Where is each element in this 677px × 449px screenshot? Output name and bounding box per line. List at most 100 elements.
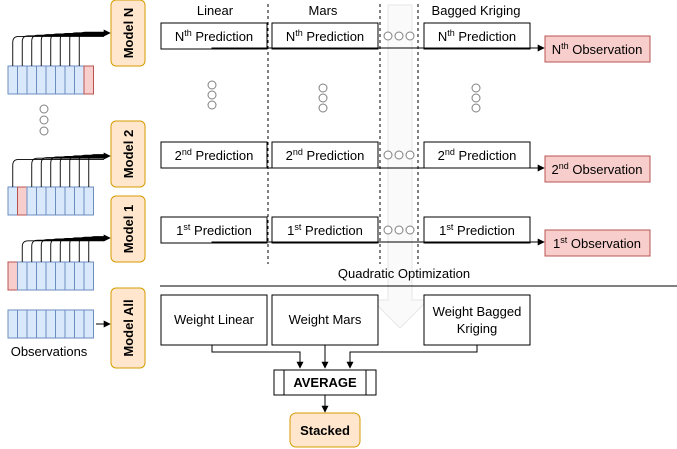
window-arrow-line (12, 35, 104, 66)
window-arrow-line (78, 154, 104, 187)
average-label: AVERAGE (293, 375, 357, 390)
window-arrow-line (50, 33, 104, 66)
prediction-label: 1st Prediction (176, 222, 252, 238)
window-arrow-line (69, 237, 104, 262)
series-cell (36, 261, 47, 291)
window-arrow-line (78, 236, 104, 262)
series-cell (17, 309, 28, 339)
series-cell (64, 261, 75, 291)
weight-mars-label: Weight Mars (289, 312, 362, 327)
window-arrow-line (69, 32, 104, 66)
series-cell (26, 65, 37, 95)
prediction-box-bagged (423, 22, 531, 50)
row-ellipsis (207, 80, 481, 113)
prediction-row-n: Nth Prediction Nth Prediction Nth Predicti… (160, 22, 651, 63)
observation-box (544, 35, 651, 63)
series-cell (17, 261, 28, 291)
window-arrow-line (31, 157, 104, 187)
weight-bagged-box: Weight Bagged Kriging (423, 294, 531, 346)
prediction-box-mars (271, 216, 379, 244)
weight-linear-label: Weight Linear (174, 312, 255, 327)
average-box: AVERAGE (273, 369, 377, 396)
column-header-linear: Linear (197, 3, 234, 18)
series-cell (55, 186, 66, 216)
stacked-box: Stacked (289, 412, 361, 448)
window-arrow-line (78, 31, 104, 66)
flow-arrow-background (370, 4, 430, 329)
model-all-box: Model All (110, 287, 146, 369)
window-arrow-line (40, 239, 104, 262)
series-cell (83, 186, 94, 216)
column-ellipsis-dot (405, 31, 415, 41)
weight-linear-to-average (211, 345, 304, 369)
window-arrow-line (31, 239, 104, 262)
window-arrow-line (31, 34, 104, 66)
column-ellipsis-dot (394, 225, 404, 235)
time-series-strips (7, 65, 94, 339)
weight-bagged-to-average (346, 345, 478, 369)
highlighted-cell (17, 186, 28, 216)
prediction-label: Nth Prediction (438, 28, 516, 44)
series-cell (74, 186, 85, 216)
prediction-label: 1st Prediction (287, 222, 363, 238)
column-header-mars: Mars (309, 3, 338, 18)
column-ellipsis-dot (394, 150, 404, 160)
highlighted-cell (7, 261, 18, 291)
column-header-bagged: Bagged Kriging (432, 3, 521, 18)
prediction-rows: Nth Prediction Nth Prediction Nth Predicti… (160, 22, 651, 257)
prediction-label: Nth Prediction (175, 28, 253, 44)
prediction-box-bagged (423, 216, 531, 244)
series-cell (26, 309, 37, 339)
prediction-label: 2nd Prediction (175, 147, 254, 163)
series-cell (64, 309, 75, 339)
observation-label: 2nd Observation (552, 161, 643, 177)
weight-linear-box: Weight Linear (160, 294, 268, 346)
window-arrow-line (59, 237, 104, 262)
series-cell (64, 65, 75, 95)
series-cell (55, 309, 66, 339)
series-cell (74, 65, 85, 95)
series-cell (45, 65, 56, 95)
stacked-label: Stacked (300, 423, 350, 438)
prediction-label: 2nd Prediction (438, 147, 517, 163)
series-cell (45, 186, 56, 216)
column-ellipsis-dot (383, 150, 393, 160)
observation-label: Nth Observation (552, 41, 643, 57)
prediction-box-linear (160, 216, 268, 244)
prediction-row-1: 1st Prediction 1st Prediction 1st Predicti… (160, 216, 651, 257)
left-ellipsis (39, 104, 49, 136)
prediction-box-linear (160, 22, 268, 50)
series-cell (74, 309, 85, 339)
column-ellipsis-dot (383, 31, 393, 41)
series-cell (26, 261, 37, 291)
window-arrow-line (59, 32, 104, 66)
prediction-box-mars (271, 141, 379, 169)
weight-mars-box: Weight Mars (271, 294, 379, 346)
window-arrow-line (21, 35, 104, 66)
series-cell (45, 309, 56, 339)
series-cell (64, 186, 75, 216)
column-ellipsis-dot (394, 31, 404, 41)
window-arrow-line (69, 155, 104, 187)
model-n-label: Model N (121, 8, 136, 59)
series-cell (83, 309, 94, 339)
column-ellipsis-dot (405, 150, 415, 160)
window-arrow-line (50, 238, 104, 262)
window-arrow-line (21, 240, 104, 262)
prediction-label: Nth Prediction (286, 28, 364, 44)
window-arrows (12, 29, 111, 262)
series-cell (83, 261, 94, 291)
prediction-label: 1st Prediction (439, 222, 515, 238)
series-cell (26, 186, 37, 216)
window-arrow-line (88, 154, 104, 187)
column-ellipsis-dot (383, 225, 393, 235)
observation-label: 1st Observation (553, 235, 641, 251)
series-cell (55, 261, 66, 291)
window-arrow-line (88, 236, 104, 262)
series-cell (36, 186, 47, 216)
quadratic-optimization-label: Quadratic Optimization (338, 266, 470, 281)
model-2-label: Model 2 (121, 130, 136, 178)
series-cell (7, 65, 18, 95)
observations-label: Observations (11, 344, 88, 359)
